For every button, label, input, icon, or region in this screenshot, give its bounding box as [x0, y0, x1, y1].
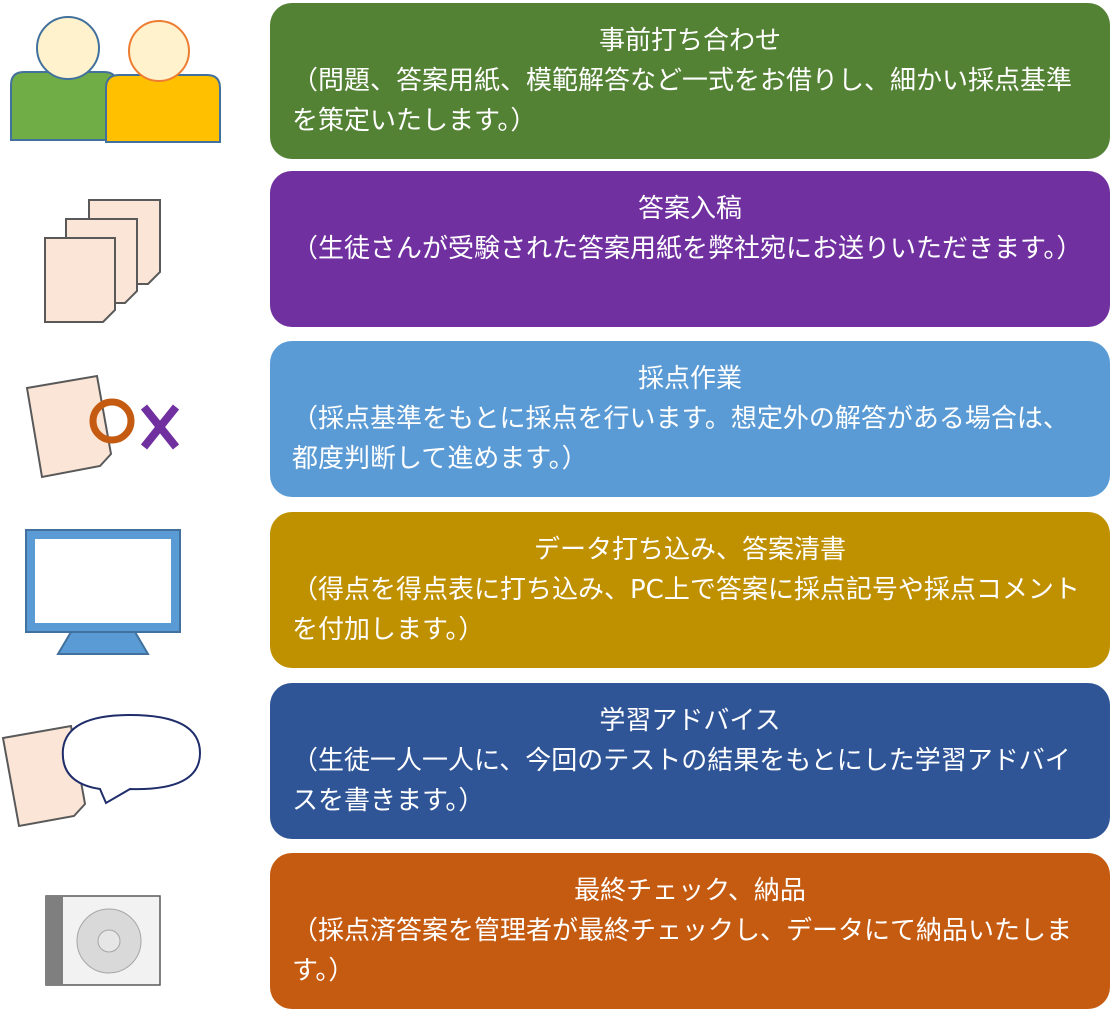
step-description: （問題、答案用紙、模範解答など一式をお借りし、細かい採点基準を策定いたします。）	[292, 66, 1073, 136]
step-title: 最終チェック、納品	[574, 876, 806, 906]
grading-icon	[0, 341, 260, 497]
documents-icon	[0, 171, 260, 327]
speech-bubble-icon	[0, 683, 260, 839]
step-description: （生徒一人一人に、今回のテストの結果をもとにした学習アドバイスを書きます。）	[292, 746, 1071, 816]
step-description: （生徒さんが受験された答案用紙を弊社宛にお送りいただきます。）	[292, 234, 1083, 264]
step-description: （採点基準をもとに採点を行います。想定外の解答がある場合は、都度判断して進めます…	[292, 404, 1069, 474]
step-submission: 答案入稿 （生徒さんが受験された答案用紙を弊社宛にお送りいただきます。）	[270, 171, 1110, 327]
monitor-icon	[0, 512, 260, 668]
step-title: 採点作業	[637, 364, 742, 394]
step-title: 事前打ち合わせ	[598, 26, 781, 56]
step-description: （得点を得点表に打ち込み、PC上で答案に採点記号や採点コメントを付加します。）	[292, 575, 1080, 645]
step-advice: 学習アドバイス （生徒一人一人に、今回のテストの結果をもとにした学習アドバイスを書…	[270, 683, 1110, 839]
step-title: データ打ち込み、答案清書	[533, 535, 846, 565]
step-grading: 採点作業 （採点基準をもとに採点を行います。想定外の解答がある場合は、都度判断して…	[270, 341, 1110, 497]
step-description: （採点済答案を管理者が最終チェックし、データにて納品いたします。）	[292, 916, 1073, 986]
people-icon	[0, 3, 260, 159]
step-title: 答案入稿	[637, 194, 742, 224]
disc-icon	[0, 853, 260, 1009]
step-data-entry: データ打ち込み、答案清書 （得点を得点表に打ち込み、PC上で答案に採点記号や採点コ…	[270, 512, 1110, 668]
step-pre-meeting: 事前打ち合わせ （問題、答案用紙、模範解答など一式をお借りし、細かい採点基準を策定…	[270, 3, 1110, 159]
step-final-check: 最終チェック、納品 （採点済答案を管理者が最終チェックし、データにて納品いたします…	[270, 853, 1110, 1009]
step-title: 学習アドバイス	[599, 706, 781, 736]
